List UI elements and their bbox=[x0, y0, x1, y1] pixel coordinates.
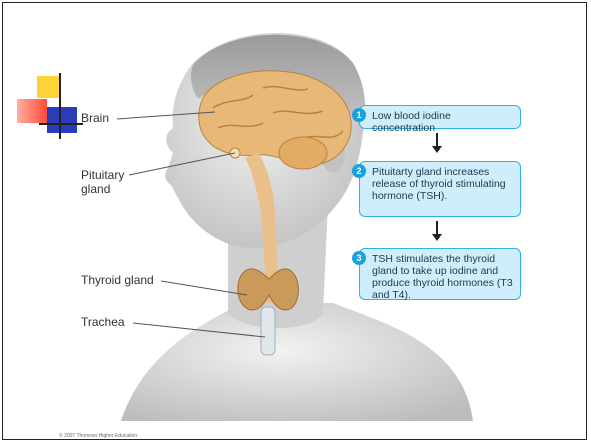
thyroid-label: Thyroid gland bbox=[81, 273, 154, 287]
step-2-box: 2 Pituitarty gland increases release of … bbox=[359, 161, 521, 217]
step-1-number: 1 bbox=[352, 108, 366, 122]
pituitary-label-line1: Pituitary bbox=[81, 168, 124, 182]
step-3-box: 3 TSH stimulates the thyroid gland to ta… bbox=[359, 248, 521, 300]
arrow-1-to-2 bbox=[436, 133, 438, 147]
step-3-text: TSH stimulates the thyroid gland to take… bbox=[372, 253, 513, 301]
arrow-2-to-3 bbox=[436, 221, 438, 235]
step-2-number: 2 bbox=[352, 164, 366, 178]
anatomy-illustration bbox=[3, 3, 587, 440]
step-1-box: 1 Low blood iodine concentration bbox=[359, 105, 521, 129]
step-3-number: 3 bbox=[352, 251, 366, 265]
trachea-label: Trachea bbox=[81, 315, 125, 329]
slide: Brain Pituitary gland Thyroid gland Trac… bbox=[2, 2, 587, 440]
brain-label: Brain bbox=[81, 111, 109, 125]
trachea bbox=[261, 307, 275, 355]
pituitary-label-line2: gland bbox=[81, 182, 110, 196]
cerebellum bbox=[279, 137, 327, 169]
step-2-text: Pituitarty gland increases release of th… bbox=[372, 166, 506, 202]
copyright-text: © 2007 Thomson Higher Education bbox=[59, 433, 137, 439]
